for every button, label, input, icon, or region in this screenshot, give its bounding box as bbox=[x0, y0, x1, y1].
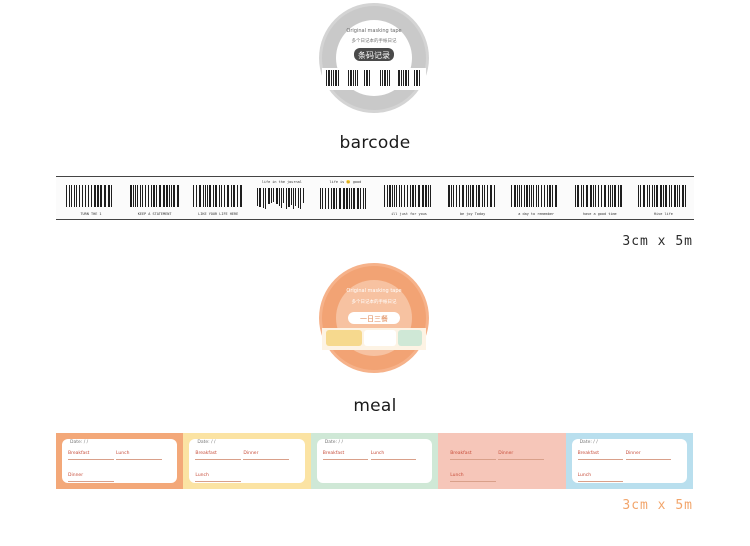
barcode-caption-text: Hive life bbox=[653, 212, 673, 216]
meal-label: Lunch bbox=[195, 473, 209, 478]
meal-writing-line bbox=[195, 459, 242, 460]
meal-caption: meal bbox=[353, 396, 397, 416]
meal-label: Lunch bbox=[116, 451, 130, 456]
meal-writing-line bbox=[498, 459, 544, 460]
barcode-bars bbox=[256, 188, 304, 209]
barcode-bars bbox=[320, 188, 367, 210]
barcode-segment: ill just for yous bbox=[380, 179, 438, 217]
barcode-bars bbox=[447, 185, 495, 207]
meal-label: Dinner bbox=[625, 451, 641, 456]
meal-card bbox=[571, 439, 687, 483]
barcode-bars bbox=[66, 185, 112, 207]
meal-card bbox=[189, 439, 305, 483]
meal-roll-arc-text: Original masking tape bbox=[346, 288, 401, 294]
barcode-caption-text: ill just for yous bbox=[391, 212, 427, 216]
barcode-bars bbox=[638, 185, 687, 207]
barcode-segment: be joy Today bbox=[444, 179, 502, 217]
meal-writing-line bbox=[68, 459, 114, 460]
meal-label: Breakfast bbox=[322, 451, 345, 456]
meal-writing-line bbox=[195, 481, 242, 482]
meal-writing-line bbox=[577, 481, 624, 482]
meal-date: Date: / / bbox=[579, 440, 598, 445]
meal-date: Date: / / bbox=[324, 440, 343, 445]
barcode-caption-text: TURN THE 1 bbox=[80, 212, 102, 216]
barcode-segment: life is 😊 good bbox=[316, 179, 374, 217]
barcode-caption-text: KEEP A STATEMENT bbox=[137, 212, 172, 216]
meal-tape-roll: 一日三餐 Original masking tape 多个日记本的手帐日记 bbox=[318, 262, 430, 374]
barcode-bars bbox=[574, 185, 622, 207]
barcode-top-text: life is 😊 good bbox=[329, 180, 362, 184]
meal-roll-badge: 一日三餐 bbox=[360, 314, 388, 323]
barcode-caption-text: be joy Today bbox=[459, 212, 486, 216]
barcode-bars bbox=[511, 185, 558, 207]
barcode-roll-image: 条码记录 Original masking tape 多个日记本的手帐日记 bbox=[319, 3, 429, 113]
meal-writing-line bbox=[577, 459, 624, 460]
barcode-caption: barcode bbox=[339, 133, 411, 153]
barcode-segment: KEEP A STATEMENT bbox=[126, 179, 184, 217]
meal-card bbox=[62, 439, 178, 483]
barcode-segment: have a good time bbox=[571, 179, 629, 217]
meal-writing-line bbox=[322, 459, 369, 460]
roll-subtext: 多个日记本的手帐日记 bbox=[352, 37, 397, 44]
barcode-segment: TURN THE 1 bbox=[62, 179, 120, 217]
meal-writing-line bbox=[625, 459, 672, 460]
meal-roll-subtext: 多个日记本的手帐日记 bbox=[352, 298, 397, 305]
meal-writing-line bbox=[370, 459, 417, 460]
roll-arc-text: Original masking tape bbox=[346, 28, 401, 34]
meal-writing-line bbox=[116, 459, 162, 460]
meal-label: Breakfast bbox=[68, 451, 90, 456]
barcode-tape-strip: TURN THE 1 KEEP A STATEMENT LIKE YOUR LIFE… bbox=[56, 176, 694, 220]
roll-badge: 条码记录 bbox=[358, 50, 390, 60]
barcode-tape-roll: 条码记录 Original masking tape 多个日记本的手帐日记 bbox=[318, 2, 430, 114]
barcode-segment: a day to remember bbox=[507, 179, 565, 217]
barcode-top-text: life in the journal bbox=[261, 180, 302, 184]
barcode-caption-text: have a good time bbox=[582, 212, 617, 216]
meal-roll-image: 一日三餐 Original masking tape 多个日记本的手帐日记 bbox=[319, 263, 429, 373]
meal-panel: Date: / / Breakfast Lunch bbox=[310, 433, 439, 489]
barcode-bars bbox=[384, 185, 431, 207]
meal-writing-line bbox=[243, 459, 290, 460]
meal-size-label: 3cm x 5m bbox=[622, 498, 693, 513]
meal-writing-line bbox=[68, 481, 114, 482]
barcode-caption-text: a day to remember bbox=[518, 212, 555, 216]
barcode-size-label: 3cm x 5m bbox=[622, 234, 693, 249]
meal-card bbox=[316, 439, 433, 483]
meal-label: Breakfast bbox=[577, 451, 600, 456]
barcode-bars bbox=[193, 185, 243, 207]
barcode-caption-text: LIKE YOUR LIFE HERE bbox=[198, 212, 239, 216]
meal-date: Date: / / bbox=[197, 440, 216, 445]
meal-writing-line bbox=[450, 459, 496, 460]
meal-label: Lunch bbox=[577, 473, 592, 478]
barcode-segment: Hive life bbox=[634, 179, 692, 217]
meal-date: Date: / / bbox=[70, 440, 89, 445]
barcode-bars bbox=[129, 185, 179, 207]
meal-label: Dinner bbox=[243, 451, 259, 456]
barcode-segment: LIKE YOUR LIFE HERE bbox=[189, 179, 247, 217]
meal-label: Breakfast bbox=[195, 451, 217, 456]
barcode-segment: life in the journal bbox=[253, 179, 311, 217]
meal-label: Dinner bbox=[68, 473, 84, 478]
meal-label: Lunch bbox=[370, 451, 385, 456]
meal-label: Breakfast bbox=[450, 451, 472, 456]
meal-writing-line bbox=[450, 481, 496, 482]
meal-label: Dinner bbox=[498, 451, 514, 456]
meal-label: Lunch bbox=[450, 473, 464, 478]
